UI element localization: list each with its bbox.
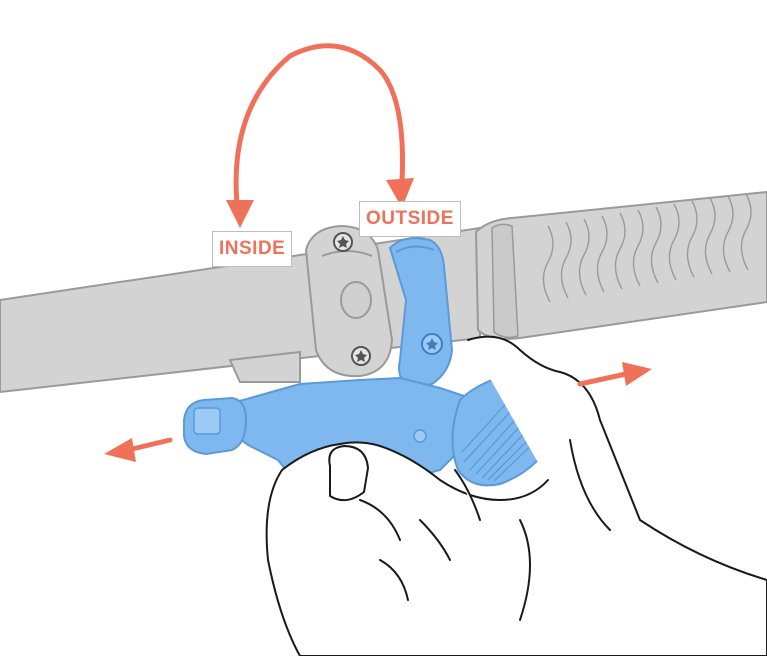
rotation-arrow-icon	[226, 43, 414, 228]
handlebar-grip	[475, 191, 767, 340]
right-arrow-icon	[577, 362, 652, 387]
left-arrow-icon	[104, 437, 173, 462]
grey-clamp	[304, 224, 394, 378]
hand	[265, 335, 767, 656]
inside-label: INSIDE	[212, 231, 293, 267]
brake-lever-body	[228, 350, 301, 383]
outside-label: OUTSIDE	[359, 201, 461, 237]
clamp-bolt-icon	[333, 232, 371, 366]
